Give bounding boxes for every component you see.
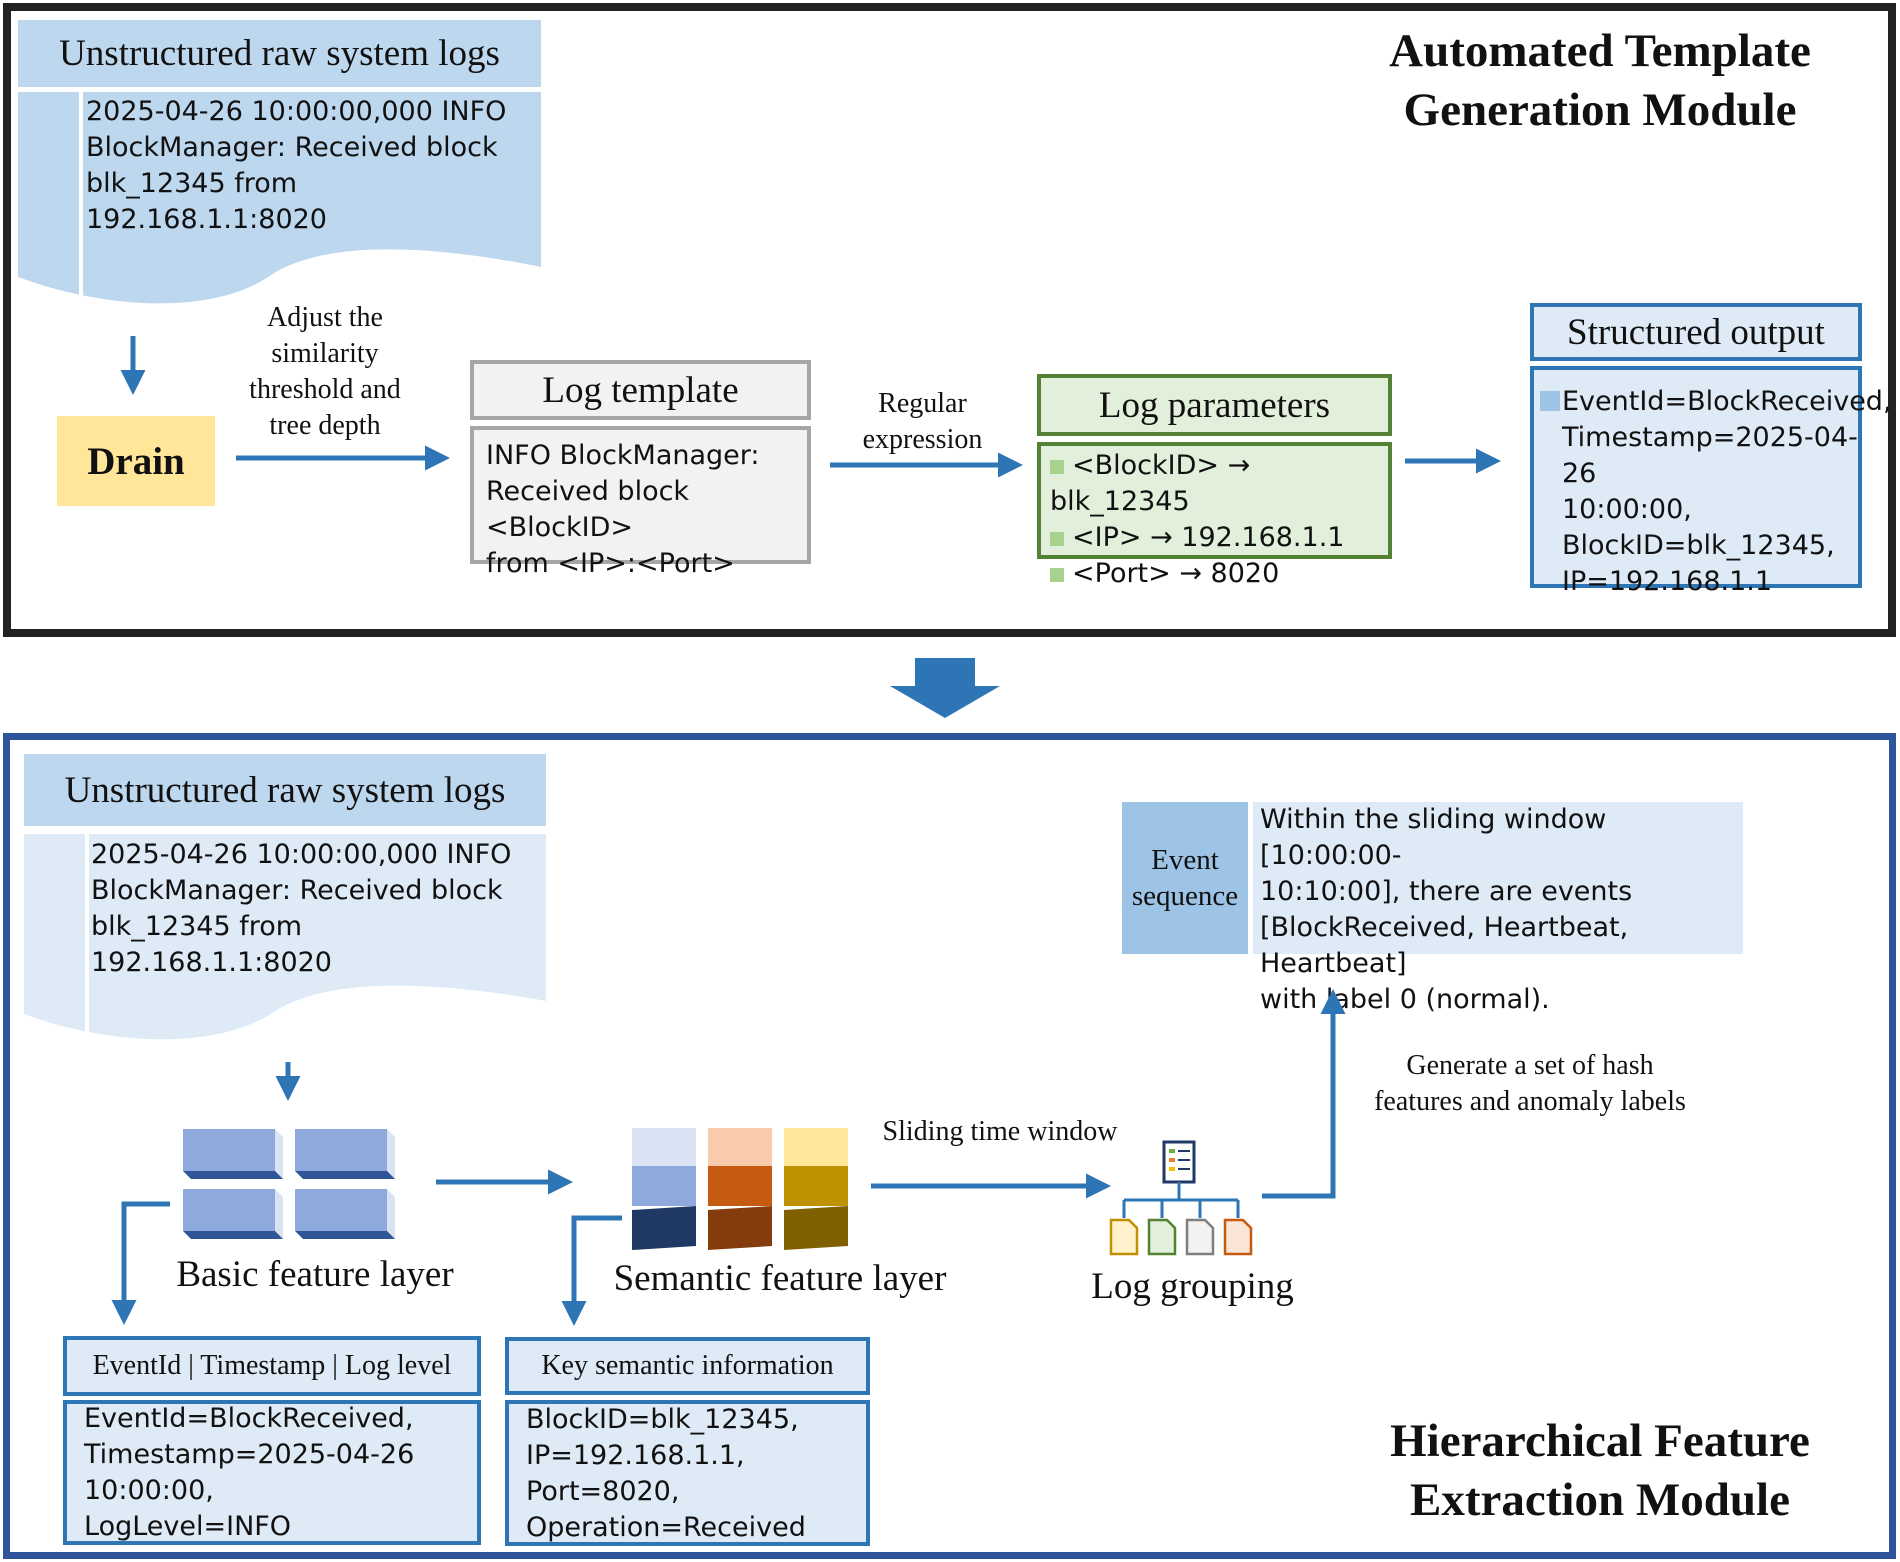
structured-output-header: Structured output — [1530, 303, 1862, 361]
template-generation-module — [3, 3, 1896, 637]
raw-logs-document-shape-top — [18, 92, 541, 304]
structured-output-body — [1530, 366, 1862, 588]
arrow-basic-to-output — [111, 1201, 170, 1325]
bottom-module-arrows — [111, 989, 1346, 1326]
arrow-semantic-to-output — [561, 1215, 622, 1326]
hash-features-label: Generate a set of hash features and anom… — [1374, 1050, 1686, 1117]
log-parameter-item: <BlockID> → blk_12345 — [1050, 450, 1251, 517]
log-template-body — [470, 426, 811, 564]
drain-box: Drain — [57, 416, 215, 506]
grid-cubes-icon — [183, 1129, 395, 1239]
log-template-header: Log template — [470, 360, 811, 420]
feature-extraction-module — [3, 733, 1896, 1559]
top-module-title: Automated Template Generation Module — [1389, 25, 1811, 136]
log-parameter-item: <Port> → 8020 — [1050, 556, 1390, 592]
raw-logs-text-top: 2025-04-26 10:00:00,000 INFO BlockManage… — [86, 96, 507, 235]
semantic-output-text: BlockID=blk_12345, IP=192.168.1.1, Port=… — [526, 1404, 806, 1543]
log-grouping-label: Log grouping — [1091, 1266, 1294, 1307]
semantic-output-header: Key semantic information — [505, 1337, 870, 1395]
sliding-window-label: Sliding time window — [882, 1116, 1118, 1147]
log-parameters-header: Log parameters — [1037, 374, 1392, 436]
arrow-grouping-to-sequence — [1262, 989, 1346, 1199]
log-parameters-list: <BlockID> → blk_12345 <IP> → 192.168.1.1… — [1050, 448, 1390, 592]
basic-output-text: EventId=BlockReceived, Timestamp=2025-04… — [84, 1403, 415, 1542]
basic-feature-layer-label: Basic feature layer — [176, 1254, 454, 1295]
event-sequence-header: Event sequence — [1122, 802, 1248, 954]
down-block-arrow-icon — [890, 658, 1000, 718]
document-tree-icon — [1109, 1140, 1253, 1256]
event-sequence-text: Within the sliding window [10:00:00- 10:… — [1260, 804, 1633, 1015]
stacked-color-blocks-icon — [632, 1128, 848, 1250]
raw-logs-header-top: Unstructured raw system logs — [18, 20, 541, 87]
bottom-module-title: Hierarchical Feature Extraction Module — [1390, 1415, 1810, 1526]
bullet-square-icon — [1540, 391, 1560, 411]
raw-logs-header-bottom: Unstructured raw system logs — [24, 754, 546, 826]
log-parameter-item: <IP> → 192.168.1.1 — [1050, 520, 1390, 556]
event-sequence-body — [1253, 802, 1743, 954]
raw-logs-document-shape-bottom — [24, 834, 546, 1046]
basic-output-header: EventId | Timestamp | Log level — [63, 1336, 481, 1396]
bullet-square-icon — [1050, 459, 1064, 474]
semantic-feature-layer-label: Semantic feature layer — [613, 1258, 947, 1299]
raw-logs-text-bottom: 2025-04-26 10:00:00,000 INFO BlockManage… — [91, 839, 512, 978]
basic-output-body — [63, 1400, 481, 1545]
top-module-arrows — [120, 336, 1501, 478]
adjust-threshold-label: Adjust the similarity threshold and tree… — [249, 302, 401, 441]
log-template-text: INFO BlockManager: Received block <Block… — [486, 440, 760, 579]
bullet-square-icon — [1050, 567, 1064, 582]
regular-expression-label: Regular expression — [862, 388, 983, 455]
bullet-square-icon — [1050, 531, 1064, 546]
log-parameters-body — [1037, 442, 1392, 559]
structured-output-text: EventId=BlockReceived, Timestamp=2025-04… — [1562, 386, 1892, 597]
semantic-output-body — [505, 1400, 870, 1546]
